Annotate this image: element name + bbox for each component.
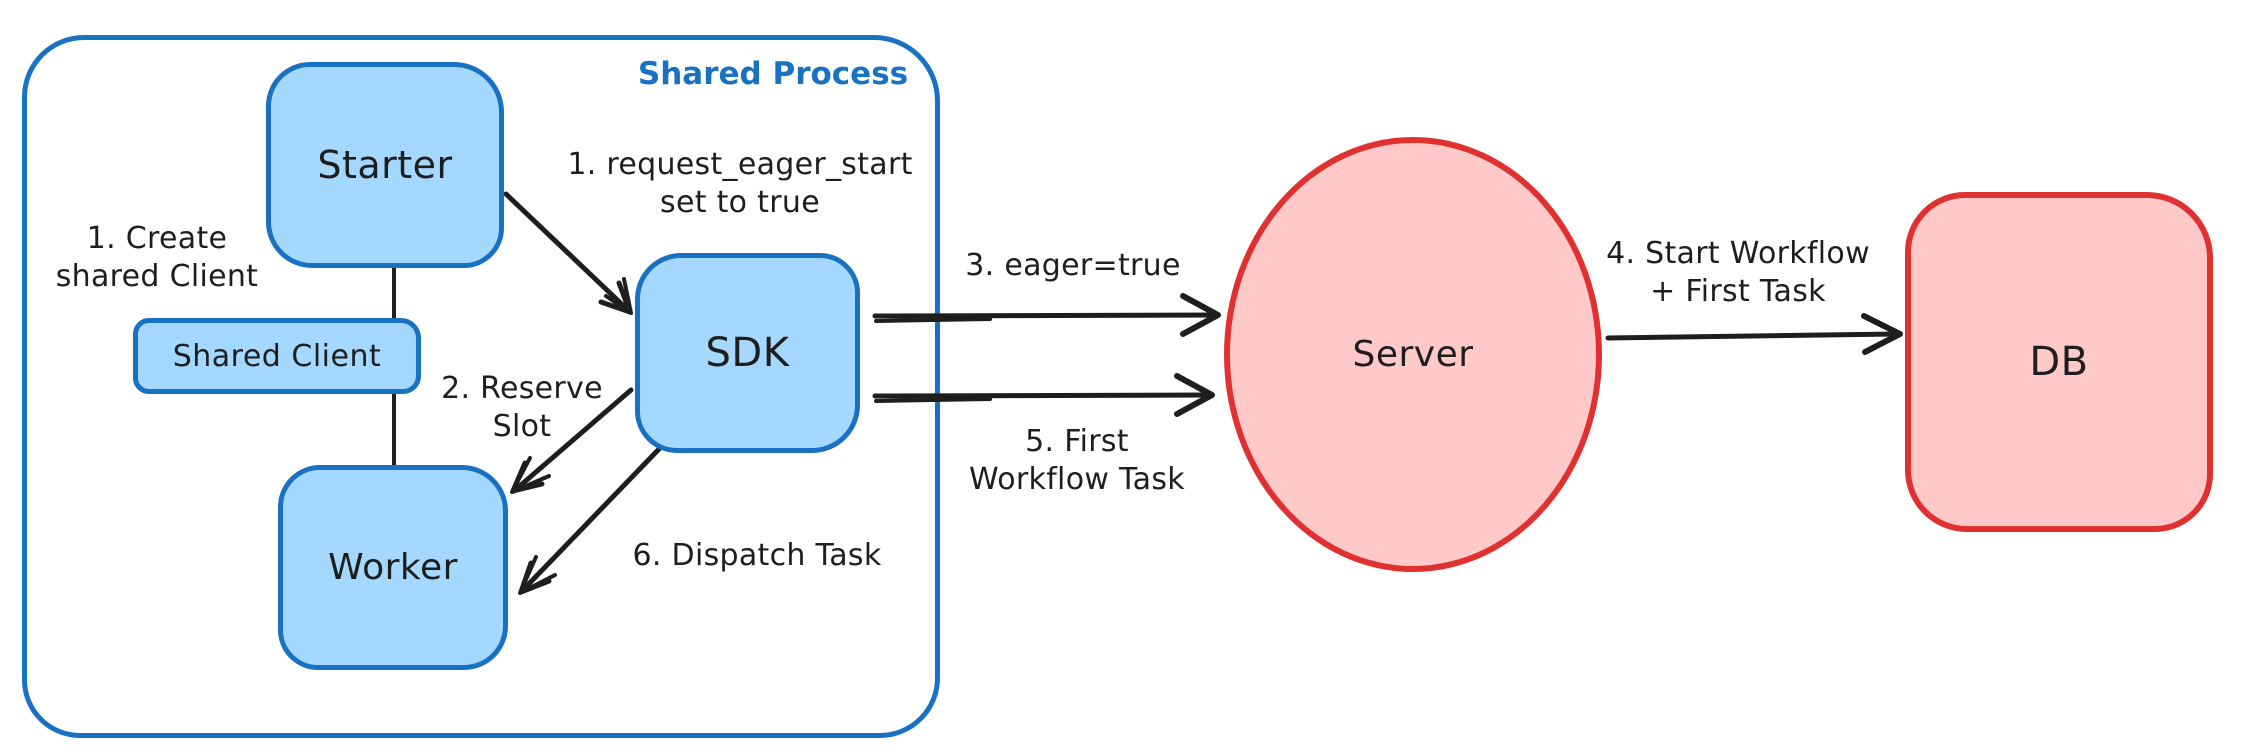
sdk-label: SDK [705,330,790,376]
arrow-sdk-to-server-first-task [872,373,1215,417]
annotation-reserve-slot: 2. Reserve Slot [441,371,603,445]
starter-label: Starter [317,143,453,187]
annotation-dispatch-task: 6. Dispatch Task [632,538,882,573]
annotation-eager-true: 3. eager=true [965,248,1181,283]
db-label: DB [2029,339,2089,385]
shared-client-node: Shared Client [133,318,421,394]
server-label: Server [1352,334,1474,375]
worker-node: Worker [278,465,508,670]
shared-process-label: Shared Process [637,56,909,92]
annotation-create-shared-client: 1. Create shared Client [55,221,259,295]
arrow-sdk-to-worker-reserve [510,387,634,494]
annotation-first-workflow-task: 5. First Workflow Task [969,424,1185,498]
arrow-starter-to-sdk [503,191,633,315]
arrow-server-to-db [1605,313,1903,355]
annotation-request-eager-start: 1. request_eager_start set to true [567,147,913,221]
annotation-start-workflow-first-task: 4. Start Workflow + First Task [1606,236,1870,310]
starter-node: Starter [266,62,504,268]
sdk-node: SDK [635,253,860,453]
arrow-sdk-to-server-eager [872,293,1221,337]
server-node: Server [1224,137,1602,572]
worker-label: Worker [328,547,458,588]
arrow-sdk-to-worker-dispatch [518,445,663,595]
shared-process-container [22,35,940,738]
db-node: DB [1905,192,2213,532]
shared-client-label: Shared Client [172,338,382,374]
